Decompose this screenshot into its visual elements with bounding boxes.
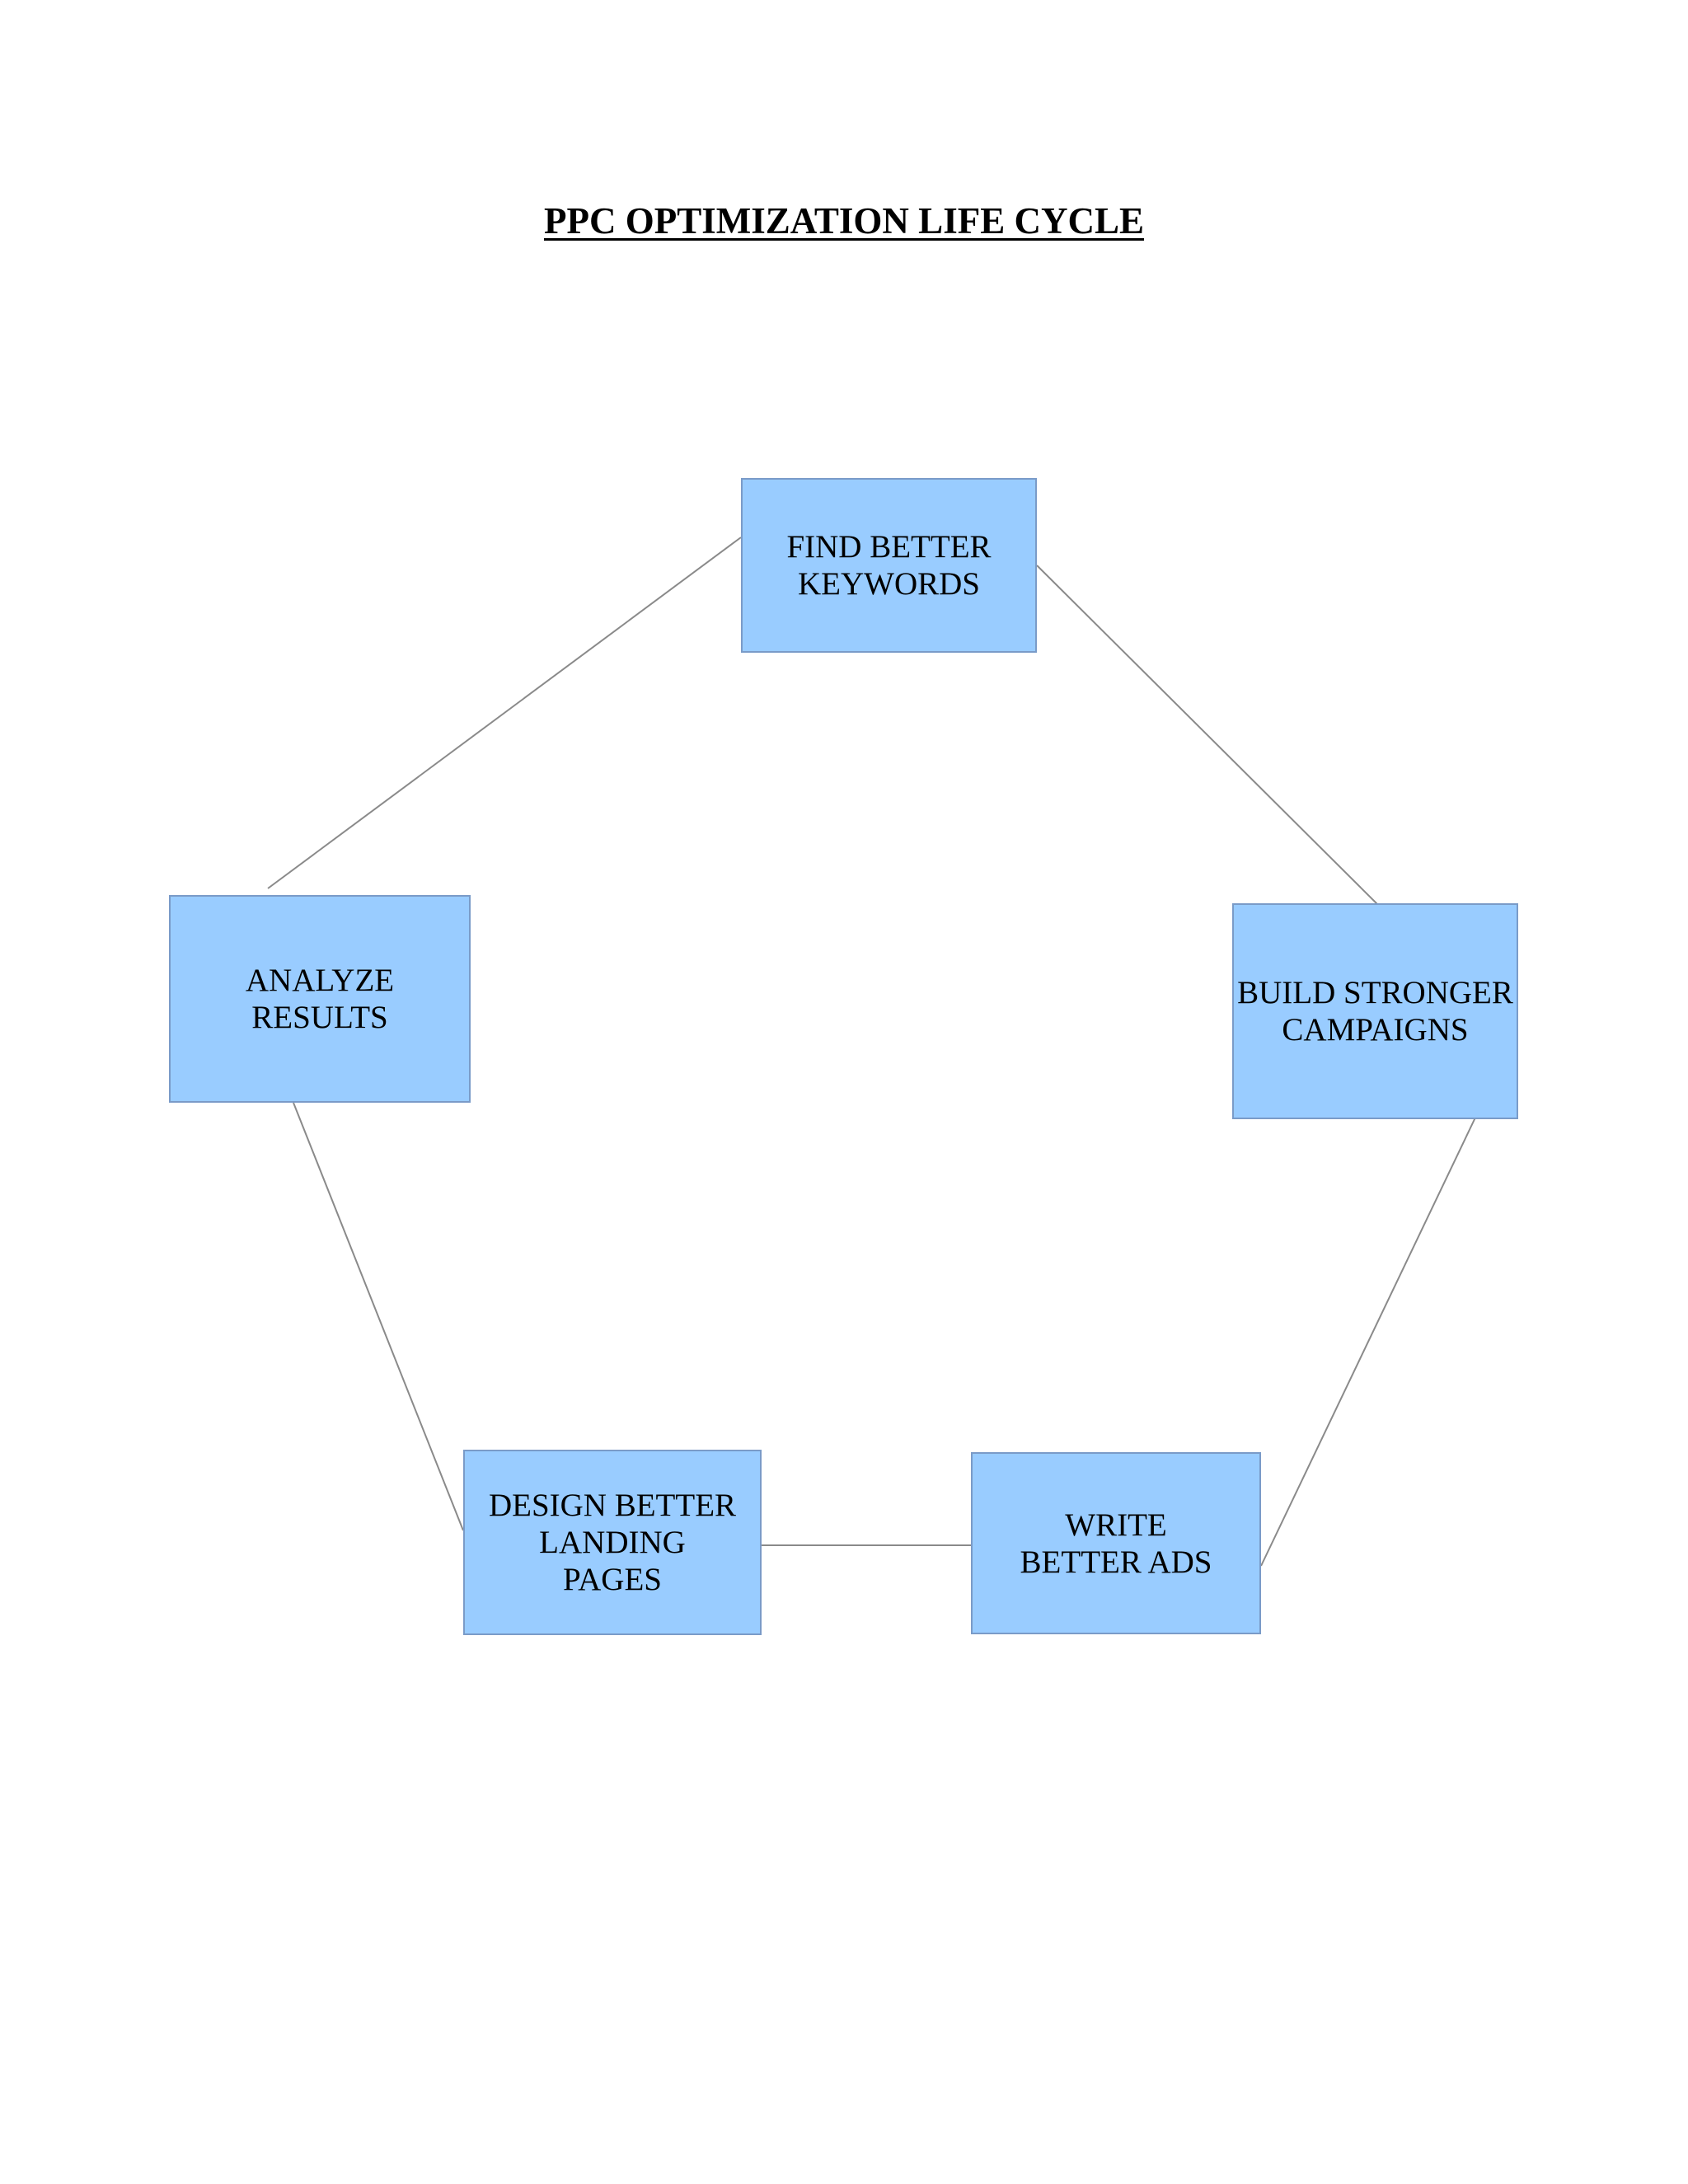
node-write-better-ads: WRITE BETTER ADS [971,1452,1261,1634]
diagram-title-text: PPC OPTIMIZATION LIFE CYCLE [544,200,1144,241]
node-find-better-keywords: FIND BETTER KEYWORDS [741,478,1037,653]
edge-landing-analyze [293,1102,464,1531]
node-label-design-better-landing-pages: DESIGN BETTER LANDING PAGES [488,1488,737,1597]
node-label-write-better-ads: WRITE BETTER ADS [1020,1507,1212,1580]
node-build-stronger-campaigns: BUILD STRONGER CAMPAIGNS [1232,903,1518,1119]
edge-keywords-campaigns [1036,565,1379,906]
node-analyze-results: ANALYZE RESULTS [169,895,471,1103]
node-label-find-better-keywords: FIND BETTER KEYWORDS [786,529,992,602]
node-design-better-landing-pages: DESIGN BETTER LANDING PAGES [463,1450,762,1635]
node-label-build-stronger-campaigns: BUILD STRONGER CAMPAIGNS [1237,975,1513,1047]
diagram-title: PPC OPTIMIZATION LIFE CYCLE [0,199,1688,242]
edge-analyze-keywords [267,537,742,889]
edge-campaigns-ads [1260,1117,1476,1567]
node-label-analyze-results: ANALYZE RESULTS [245,963,395,1035]
